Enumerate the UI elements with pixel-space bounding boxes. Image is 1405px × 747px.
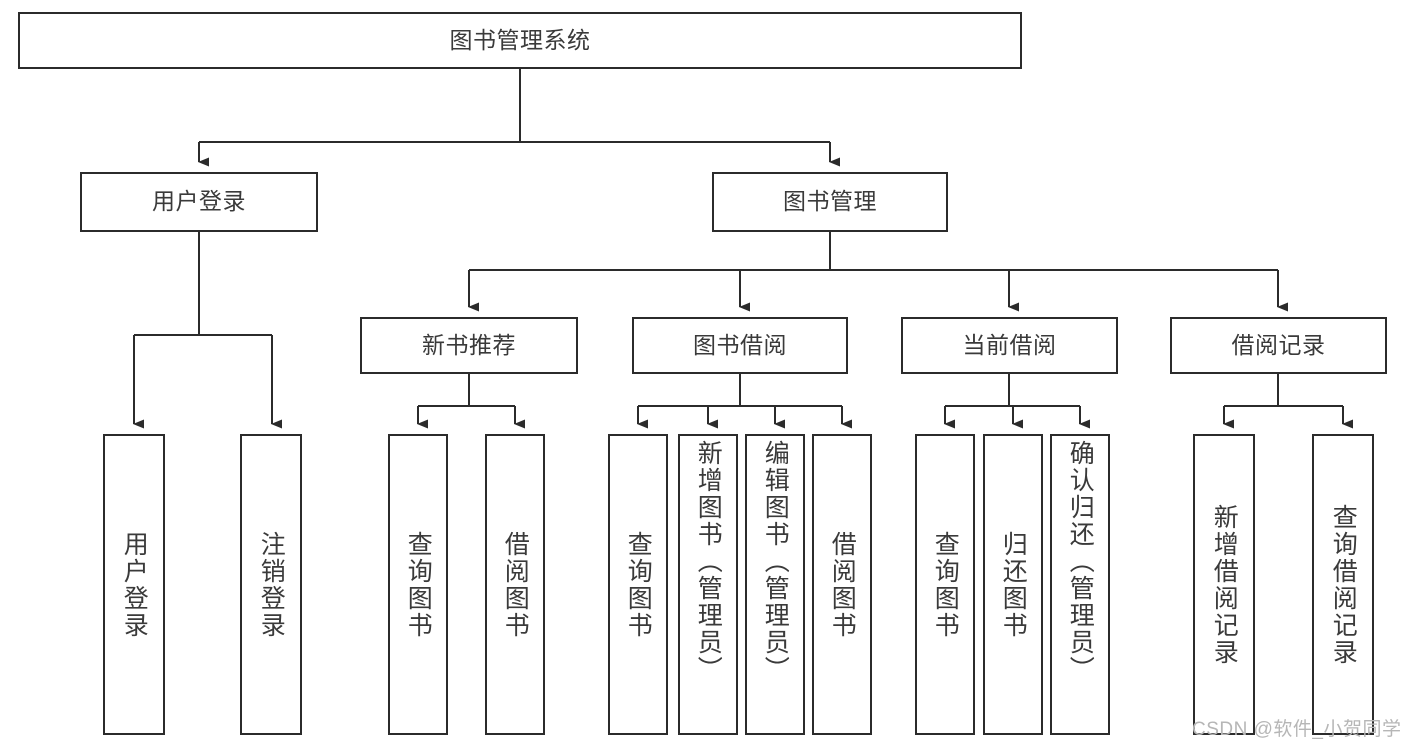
leaf-rec-query-record[interactable]: 查询借阅记录 [1312, 434, 1374, 735]
node-user-login-label: 用户登录 [152, 188, 246, 215]
node-loan-record-label: 借阅记录 [1231, 331, 1326, 358]
leaf-borrow-query-book-label: 查询图书 [624, 530, 653, 639]
node-loan-record[interactable]: 借阅记录 [1170, 317, 1387, 374]
leaf-user-login-do[interactable]: 用户登录 [103, 434, 165, 735]
node-user-login[interactable]: 用户登录 [80, 172, 318, 232]
node-book-manage[interactable]: 图书管理 [712, 172, 948, 232]
leaf-borrow-edit-book-label: 编辑图书（管理员） [761, 440, 790, 683]
leaf-cur-return-book[interactable]: 归还图书 [983, 434, 1043, 735]
leaf-cur-query-book-label: 查询图书 [931, 530, 960, 639]
leaf-borrow-lend-book[interactable]: 借阅图书 [812, 434, 872, 735]
leaf-rec-add-record[interactable]: 新增借阅记录 [1193, 434, 1255, 735]
node-root-label: 图书管理系统 [449, 26, 591, 53]
leaf-borrow-edit-book[interactable]: 编辑图书（管理员） [745, 434, 805, 735]
node-book-borrow-label: 图书借阅 [693, 331, 787, 358]
leaf-user-login-do-label: 用户登录 [120, 530, 149, 639]
leaf-rec-query-book[interactable]: 查询图书 [388, 434, 448, 735]
leaf-cur-confirm-return-label: 确认归还（管理员） [1066, 440, 1095, 683]
leaf-cur-query-book[interactable]: 查询图书 [915, 434, 975, 735]
leaf-rec-add-record-label: 新增借阅记录 [1210, 503, 1239, 666]
leaf-borrow-lend-book-label: 借阅图书 [828, 530, 857, 639]
csdn-watermark: CSDN @软件_小贺同学 [1192, 719, 1402, 740]
leaf-borrow-add-book[interactable]: 新增图书（管理员） [678, 434, 738, 735]
leaf-user-logout-label: 注销登录 [257, 530, 286, 639]
node-book-borrow[interactable]: 图书借阅 [632, 317, 848, 374]
leaf-rec-query-record-label: 查询借阅记录 [1329, 503, 1358, 666]
leaf-user-logout[interactable]: 注销登录 [240, 434, 302, 735]
leaf-borrow-query-book[interactable]: 查询图书 [608, 434, 668, 735]
leaf-rec-borrow-book[interactable]: 借阅图书 [485, 434, 545, 735]
node-current-loan[interactable]: 当前借阅 [901, 317, 1118, 374]
node-book-manage-label: 图书管理 [783, 188, 877, 215]
node-root[interactable]: 图书管理系统 [18, 12, 1022, 69]
node-new-book-rec-label: 新书推荐 [422, 331, 516, 358]
node-new-book-rec[interactable]: 新书推荐 [360, 317, 578, 374]
leaf-rec-borrow-book-label: 借阅图书 [501, 530, 530, 639]
node-current-loan-label: 当前借阅 [962, 331, 1057, 358]
leaf-rec-query-book-label: 查询图书 [404, 530, 433, 639]
leaf-borrow-add-book-label: 新增图书（管理员） [694, 440, 723, 683]
leaf-cur-confirm-return[interactable]: 确认归还（管理员） [1050, 434, 1110, 735]
leaf-cur-return-book-label: 归还图书 [999, 530, 1028, 639]
